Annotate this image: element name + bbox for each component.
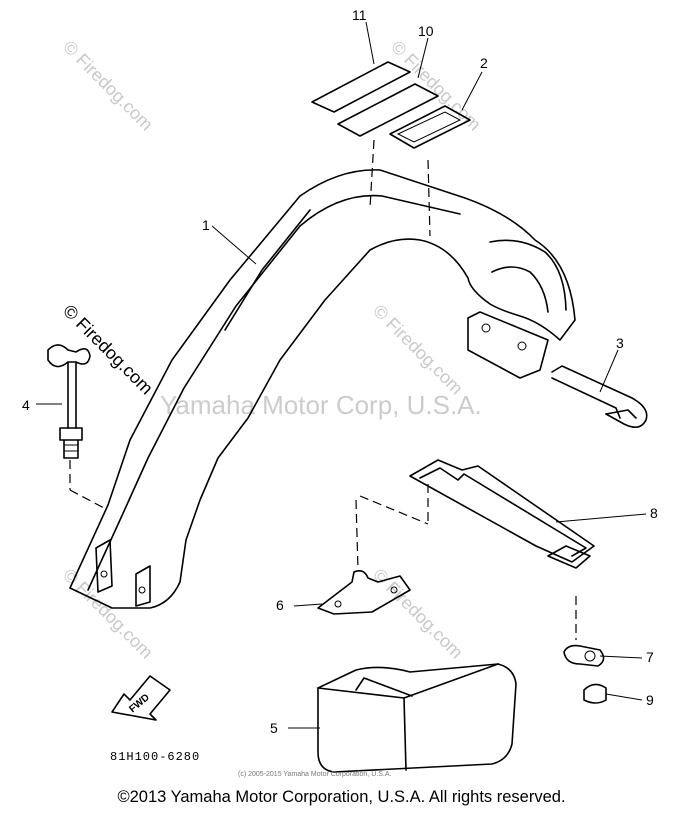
strap-3 bbox=[551, 365, 648, 428]
callout-11: 11 bbox=[352, 7, 367, 23]
callout-2: 2 bbox=[480, 55, 488, 71]
box-5 bbox=[317, 663, 517, 773]
clip-7 bbox=[563, 644, 605, 667]
watermark-mid-right: © Firedog.com bbox=[369, 301, 467, 399]
decal-11 bbox=[311, 61, 411, 113]
fwd-arrow-icon: FWD bbox=[111, 675, 171, 721]
callout-6: 6 bbox=[276, 597, 284, 613]
bracket-8 bbox=[409, 459, 595, 569]
callout-8: 8 bbox=[650, 505, 658, 521]
watermarks: © Firedog.com © Firedog.com © Firedog.co… bbox=[59, 37, 485, 663]
callout-3: 3 bbox=[616, 335, 624, 351]
watermark-center: Yamaha Motor Corp, U.S.A. bbox=[160, 390, 482, 420]
leader-lines bbox=[36, 21, 647, 729]
grommet-9 bbox=[583, 683, 607, 704]
mount-plate-6 bbox=[317, 570, 411, 615]
callout-10: 10 bbox=[418, 23, 434, 39]
callout-1: 1 bbox=[202, 217, 210, 233]
callouts: 11 10 2 1 3 4 8 6 7 9 5 bbox=[22, 7, 658, 736]
callout-5: 5 bbox=[270, 720, 278, 736]
copyright-footer: ©2013 Yamaha Motor Corporation, U.S.A. A… bbox=[117, 788, 566, 806]
callout-4: 4 bbox=[22, 397, 30, 413]
decal-10 bbox=[337, 83, 439, 137]
watermark-mid-left: © Firedog.com bbox=[59, 301, 157, 399]
callout-9: 9 bbox=[646, 692, 654, 708]
wing-bolt-4 bbox=[47, 344, 91, 459]
watermark-top-left: © Firedog.com bbox=[59, 37, 157, 135]
callout-7: 7 bbox=[646, 649, 654, 665]
small-credit: (c) 2005-2015 Yamaha Motor Corporation, … bbox=[238, 771, 391, 778]
watermark-bottom-right: © Firedog.com bbox=[369, 565, 467, 663]
guide-lines bbox=[69, 139, 577, 640]
fender-1 bbox=[69, 169, 576, 609]
part-code: 81H100-6280 bbox=[110, 750, 200, 764]
plate-2 bbox=[389, 105, 471, 149]
fwd-label: FWD bbox=[127, 692, 152, 715]
